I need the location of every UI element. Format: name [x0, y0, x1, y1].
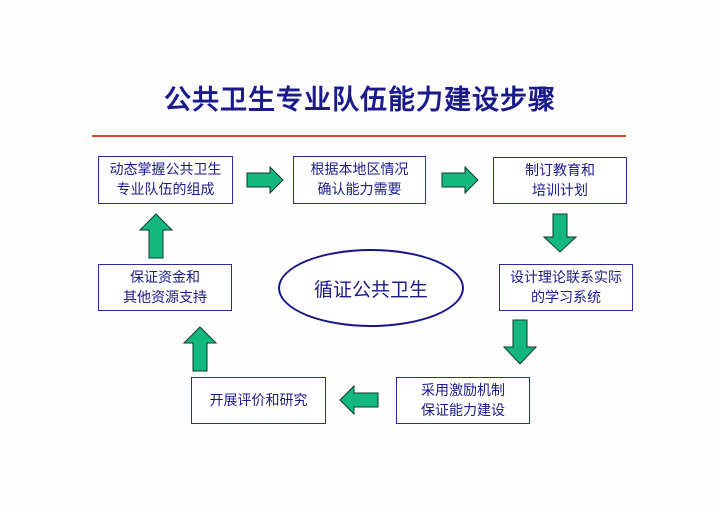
step-3-line1: 制订教育和	[525, 162, 595, 179]
step-4-line2: 的学习系统	[531, 289, 601, 306]
arrow-right-icon	[246, 165, 284, 195]
step-2-line1: 根据本地区情况	[310, 162, 409, 178]
step-1-line1: 动态掌握公共卫生	[109, 162, 222, 178]
arrow-down-icon	[542, 213, 578, 253]
title-divider	[92, 135, 626, 137]
step-1-line2: 专业队伍的组成	[116, 182, 215, 198]
arrow-down-icon	[502, 319, 538, 365]
diagram-title: 公共卫生专业队伍能力建设步骤	[164, 85, 556, 116]
arrow-left-icon	[339, 384, 379, 416]
arrow-right-icon	[441, 165, 479, 195]
step-box-5: 采用激励机制 保证能力建设	[396, 377, 530, 424]
step-5-line2: 保证能力建设	[421, 402, 505, 419]
arrow-up-icon	[138, 213, 174, 259]
step-box-2: 根据本地区情况 确认能力需要	[293, 156, 426, 204]
step-2-line2: 确认能力需要	[317, 182, 402, 198]
step-box-3: 制订教育和 培训计划	[493, 157, 627, 204]
arrow-up-icon	[182, 326, 218, 372]
center-label: 循证公共卫生	[313, 278, 428, 301]
step-box-6: 开展评价和研究	[191, 377, 326, 424]
step-box-7: 保证资金和 其他资源支持	[98, 264, 232, 311]
step-3-line2: 培训计划	[532, 182, 588, 199]
step-box-4: 设计理论联系实际 的学习系统	[499, 264, 633, 311]
step-7-line2: 其他资源支持	[123, 289, 207, 306]
step-6-line1: 开展评价和研究	[209, 392, 308, 409]
step-7-line1: 保证资金和	[130, 269, 200, 286]
center-ellipse: 循证公共卫生	[278, 249, 464, 327]
step-5-line1: 采用激励机制	[421, 382, 505, 399]
step-4-line1: 设计理论联系实际	[510, 269, 622, 286]
step-box-1: 动态掌握公共卫生 专业队伍的组成	[98, 156, 233, 204]
